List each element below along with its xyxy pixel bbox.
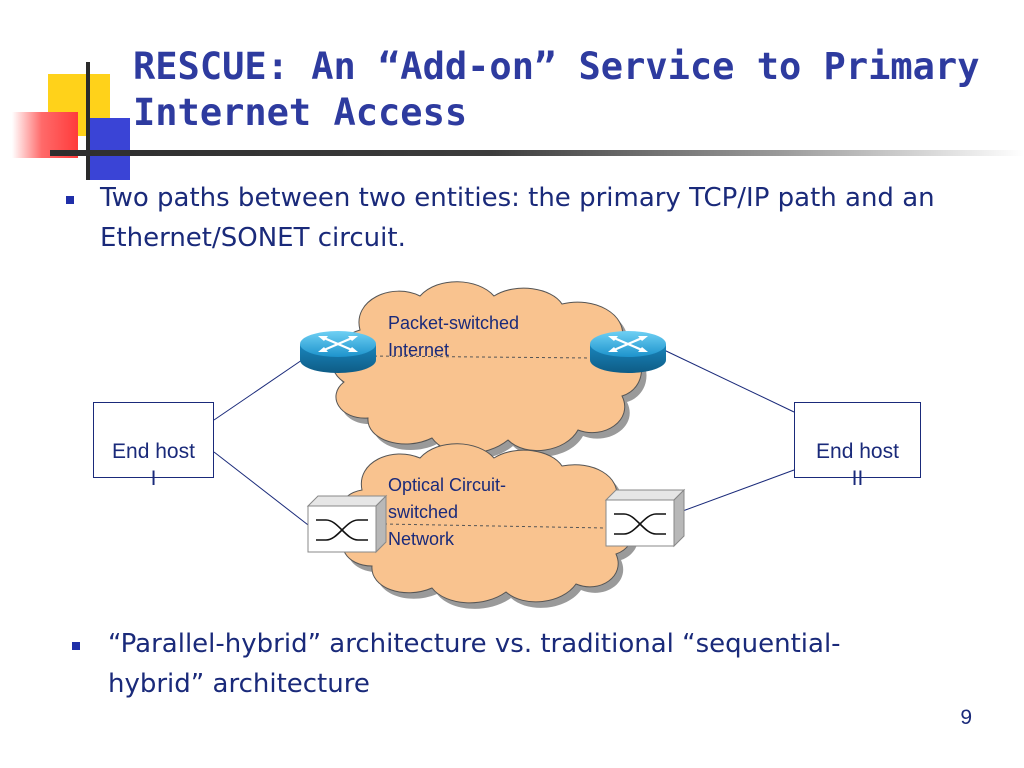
- end-host-2-label: End host II: [816, 440, 899, 490]
- router-icon: [300, 331, 376, 373]
- deco-vertical-line: [86, 62, 90, 180]
- end-host-1: End host I: [93, 402, 214, 490]
- bullet-marker: [72, 642, 80, 650]
- optical-switch-icon: [604, 488, 686, 548]
- cloud-label-packet-switched: Packet-switched Internet: [388, 313, 520, 360]
- bullet-marker: [66, 196, 74, 204]
- link-switch-right-host2: [679, 469, 795, 513]
- optical-switch-icon: [306, 494, 388, 554]
- deco-blue-square: [88, 118, 130, 180]
- link-host1-router-left: [213, 359, 303, 421]
- cloud-label-optical-circuit: Optical Circuit- switched Network: [388, 475, 507, 549]
- slide-title: RESCUE: An “Add-on” Service to Primary I…: [133, 45, 980, 134]
- bullet-paths: Two paths between two entities: the prim…: [100, 183, 935, 253]
- router-icon: [590, 331, 666, 373]
- link-host1-switch-left: [213, 451, 313, 529]
- link-lines: [213, 349, 795, 529]
- end-host-2: End host II: [794, 402, 921, 490]
- link-router-right-host2: [663, 349, 795, 413]
- end-host-1-label: End host I: [112, 440, 195, 490]
- title-underline: [50, 150, 1024, 156]
- dashed-path-optical: [383, 523, 607, 529]
- page-number: 9: [960, 706, 972, 729]
- cloud-packet-switched: [331, 281, 647, 460]
- cloud-optical-circuit: [338, 443, 639, 609]
- bullet-architecture: “Parallel-hybrid” architecture vs. tradi…: [108, 629, 841, 699]
- dashed-path-packet: [367, 355, 593, 359]
